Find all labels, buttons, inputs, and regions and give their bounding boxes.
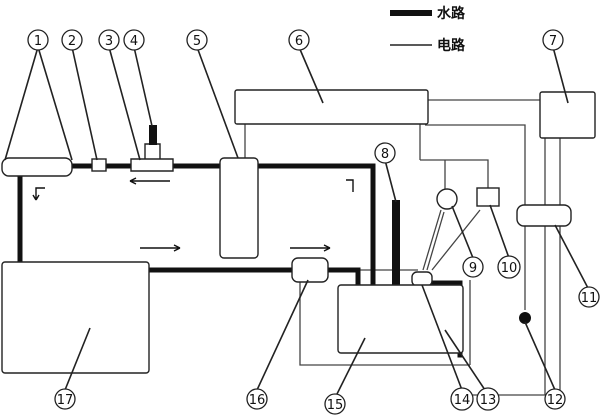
callout-8: 8 bbox=[374, 142, 396, 164]
legend-electric-label: 电路 bbox=[437, 37, 466, 54]
callout-6: 6 bbox=[288, 29, 310, 51]
svg-text:10: 10 bbox=[501, 261, 518, 276]
component-9-sensor bbox=[436, 188, 458, 210]
svg-text:5: 5 bbox=[193, 34, 201, 49]
svg-text:1: 1 bbox=[34, 34, 42, 49]
svg-text:11: 11 bbox=[581, 291, 598, 306]
component-16 bbox=[291, 257, 329, 283]
component-15 bbox=[337, 284, 464, 354]
svg-text:14: 14 bbox=[454, 393, 471, 408]
svg-text:4: 4 bbox=[130, 34, 138, 49]
callout-15: 15 bbox=[324, 393, 346, 415]
leader-lines bbox=[4, 46, 590, 399]
component-8-pipe bbox=[392, 200, 400, 285]
callout-10: 10 bbox=[497, 255, 521, 279]
svg-text:13: 13 bbox=[480, 393, 497, 408]
callout-2: 2 bbox=[61, 29, 83, 51]
component-4-probe bbox=[149, 125, 157, 145]
component-11 bbox=[516, 204, 572, 227]
arrow-corner-right bbox=[346, 179, 354, 192]
callout-16: 16 bbox=[246, 388, 268, 410]
svg-text:9: 9 bbox=[469, 261, 477, 276]
component-1 bbox=[1, 157, 73, 177]
callout-11: 11 bbox=[578, 286, 600, 308]
svg-text:6: 6 bbox=[295, 34, 303, 49]
electric-lines bbox=[244, 99, 561, 405]
legend: 水路 电路 bbox=[390, 5, 466, 54]
component-10 bbox=[476, 187, 500, 207]
component-17 bbox=[1, 261, 150, 374]
arrow-left bbox=[129, 177, 170, 185]
component-12-node bbox=[519, 312, 531, 324]
svg-text:12: 12 bbox=[547, 393, 564, 408]
component-6 bbox=[234, 89, 429, 125]
callout-17: 17 bbox=[54, 388, 76, 410]
flow-arrows bbox=[32, 177, 354, 252]
callout-14: 14 bbox=[450, 387, 474, 411]
callouts: 1 2 3 4 5 6 7 8 9 10 11 12 13 14 15 16 1… bbox=[27, 29, 600, 415]
component-5-tank bbox=[219, 157, 259, 259]
callout-7: 7 bbox=[542, 29, 564, 51]
component-7 bbox=[539, 91, 596, 139]
component-14 bbox=[411, 271, 433, 287]
svg-text:15: 15 bbox=[327, 398, 344, 413]
svg-text:2: 2 bbox=[68, 34, 76, 49]
callout-1: 1 bbox=[27, 29, 49, 51]
svg-text:7: 7 bbox=[549, 34, 557, 49]
callout-13: 13 bbox=[476, 387, 500, 411]
svg-text:16: 16 bbox=[249, 393, 266, 408]
callout-12: 12 bbox=[544, 388, 566, 410]
svg-text:3: 3 bbox=[105, 34, 113, 49]
callout-9: 9 bbox=[462, 256, 484, 278]
arrow-right-2 bbox=[290, 244, 331, 252]
components bbox=[1, 89, 596, 374]
legend-water-label: 水路 bbox=[437, 5, 466, 22]
svg-text:8: 8 bbox=[381, 147, 389, 162]
callout-3: 3 bbox=[98, 29, 120, 51]
component-2-valve bbox=[91, 158, 107, 172]
arrow-right-1 bbox=[140, 244, 181, 252]
svg-text:17: 17 bbox=[57, 393, 74, 408]
callout-4: 4 bbox=[123, 29, 145, 51]
arrow-corner-left bbox=[32, 187, 45, 201]
callout-5: 5 bbox=[186, 29, 208, 51]
